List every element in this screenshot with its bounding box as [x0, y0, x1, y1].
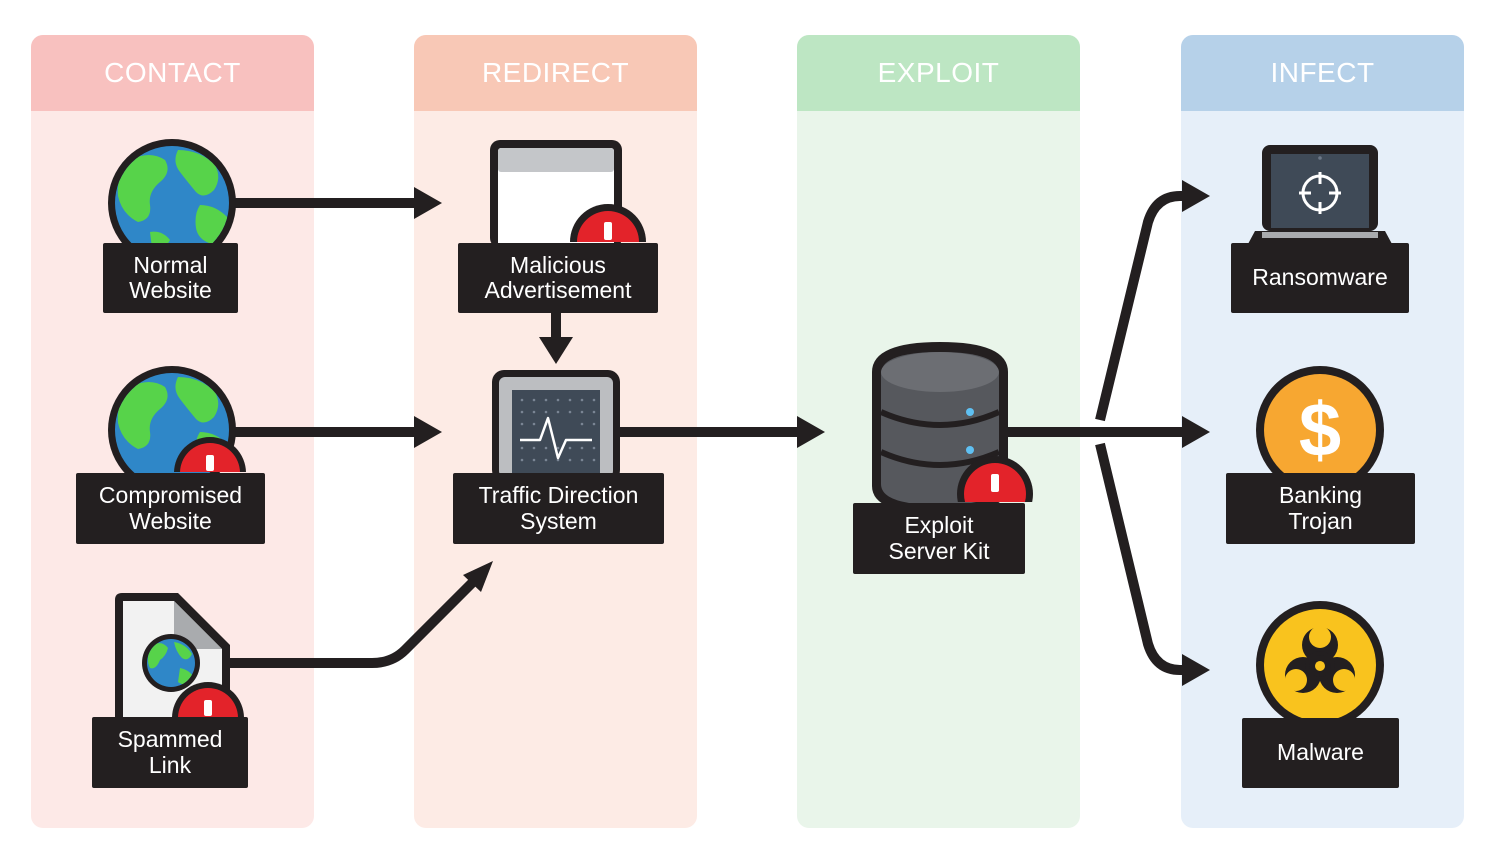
globe-icon — [108, 139, 236, 243]
node-label-ransomware: Ransomware — [1231, 243, 1409, 313]
arrowhead-icon — [1182, 654, 1210, 686]
arrow-heads — [414, 180, 1210, 686]
svg-text:$: $ — [1299, 388, 1341, 473]
node-label-traffic-direction-system: Traffic Direction System — [453, 473, 664, 544]
warning-icon — [570, 204, 646, 242]
laptop-crosshair-icon — [1248, 145, 1392, 244]
arrowhead-icon — [414, 416, 442, 448]
arrowhead-icon — [539, 337, 573, 364]
node-label-spammed-link: Spammed Link — [92, 717, 248, 788]
warning-icon — [174, 437, 246, 472]
node-label-banking-trojan: Banking Trojan — [1226, 473, 1415, 544]
monitor-pulse-icon — [492, 370, 620, 482]
node-label-malware: Malware — [1242, 718, 1399, 788]
arrowhead-icon — [463, 561, 493, 592]
dollar-coin-icon: $ — [1256, 366, 1384, 474]
biohazard-icon — [1256, 601, 1384, 719]
arrowhead-icon — [797, 416, 825, 448]
arrowhead-icon — [414, 187, 442, 219]
arrows — [228, 191, 1190, 675]
column-header-contact: CONTACT — [31, 35, 314, 111]
node-label-normal-website: Normal Website — [103, 243, 238, 313]
warning-icon — [172, 682, 244, 717]
arrowhead-icon — [1182, 416, 1210, 448]
node-label-malicious-advertisement: Malicious Advertisement — [458, 243, 658, 313]
crosshair-icon — [1299, 172, 1341, 214]
column-header-infect: INFECT — [1181, 35, 1464, 111]
node-label-exploit-server-kit: Exploit Server Kit — [853, 503, 1025, 574]
warning-icon — [957, 456, 1033, 502]
arrow-to-ransomware — [1095, 191, 1190, 422]
column-header-redirect: REDIRECT — [414, 35, 697, 111]
column-header-exploit: EXPLOIT — [797, 35, 1080, 111]
arrow-spam-to-tds — [228, 573, 482, 668]
arrowhead-icon — [1182, 180, 1210, 212]
arrow-to-malware — [1095, 442, 1190, 675]
node-label-compromised-website: Compromised Website — [76, 473, 265, 544]
